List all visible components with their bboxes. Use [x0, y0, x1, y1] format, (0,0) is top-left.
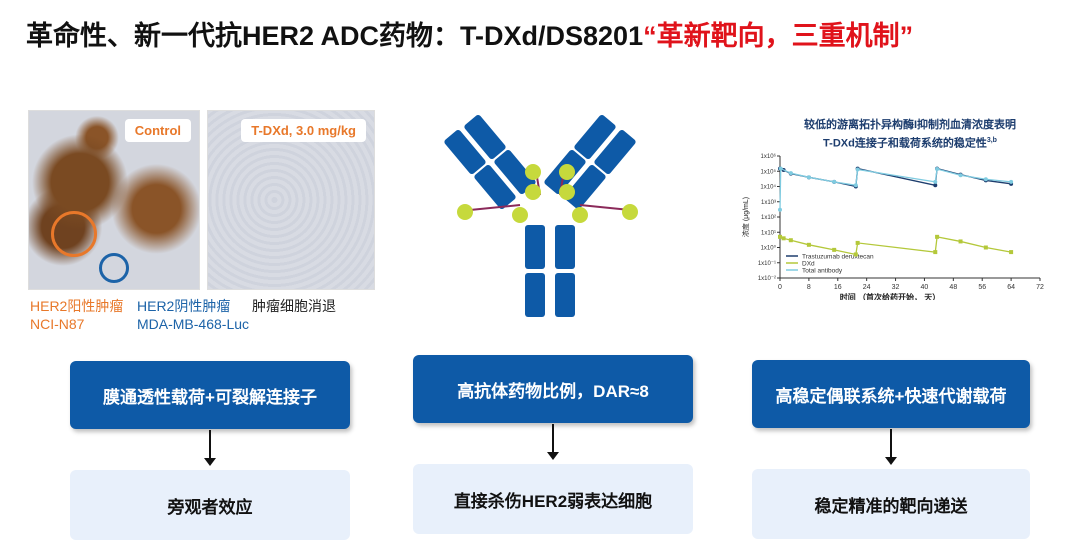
data-point	[781, 236, 786, 241]
data-point	[958, 239, 963, 244]
y-tick-label: 1x10³	[761, 200, 776, 206]
control-tissue-image: Control	[28, 110, 200, 290]
result-box-3: 稳定精准的靶向递送	[752, 469, 1030, 539]
data-point	[806, 175, 811, 180]
y-tick-label: 1x10⁰	[761, 245, 777, 252]
x-tick-label: 16	[834, 284, 842, 291]
data-point	[935, 234, 940, 239]
data-point	[983, 177, 988, 182]
data-point	[778, 234, 782, 239]
arrow-down-icon	[547, 424, 559, 460]
x-tick-label: 24	[863, 284, 871, 291]
series-line-1	[779, 236, 1012, 256]
x-tick-label: 56	[978, 284, 986, 291]
data-point	[1009, 250, 1014, 255]
data-point	[853, 252, 858, 257]
data-point	[853, 183, 858, 188]
x-axis-label: 时间 （首次给药开始， 天）	[840, 292, 940, 300]
y-tick-label: 1x10⁴	[760, 184, 776, 191]
legend-label: Total antibody	[802, 268, 843, 275]
y-tick-label: 1x10²	[761, 215, 776, 221]
data-point	[933, 183, 938, 188]
mechanism-box-3: 高稳定偶联系统+快速代谢载荷	[752, 360, 1030, 428]
treated-label: T-DXd, 3.0 mg/kg	[241, 119, 366, 142]
legend-label: DXd	[802, 261, 815, 268]
data-point	[958, 173, 963, 178]
data-point	[935, 167, 940, 172]
x-tick-label: 72	[1036, 284, 1044, 291]
her2-positive-circle	[51, 211, 97, 257]
mechanism-box-2: 高抗体药物比例，DAR≈8	[413, 355, 693, 423]
data-point	[788, 171, 793, 176]
legend-label: Trastuzumab deruxtecan	[802, 254, 874, 261]
result-box-2: 直接杀伤HER2弱表达细胞	[413, 464, 693, 534]
data-point	[806, 242, 811, 247]
x-tick-label: 8	[807, 284, 811, 291]
y-axis-label: 浓度 (μg/mL)	[741, 197, 750, 237]
y-tick-label: 1x10⁻¹	[758, 261, 776, 267]
regression-label: 肿瘤细胞消退	[252, 298, 336, 314]
data-point	[855, 167, 860, 172]
data-point	[933, 179, 938, 184]
page-title: 革命性、新一代抗HER2 ADC药物：T-DXd/DS8201“革新靶向，三重机…	[26, 14, 913, 53]
data-point	[933, 250, 938, 255]
series-line-2	[779, 167, 1012, 210]
adc-antibody-diagram	[444, 114, 638, 317]
treated-tissue-image: T-DXd, 3.0 mg/kg	[207, 110, 375, 290]
mechanism-box-1: 膜通透性载荷+可裂解连接子	[70, 361, 350, 429]
pk-chart: 0 8 16 24 32 40 48 56 64 72 1x10⁻² 1x10⁻¹ 1x10⁰ 1x10¹…	[741, 153, 1044, 300]
y-tick-label: 1x10¹	[761, 230, 776, 236]
data-point	[778, 166, 783, 171]
result-box-1: 旁观者效应	[70, 470, 350, 540]
data-point	[983, 245, 988, 250]
data-point	[778, 207, 782, 212]
control-label: Control	[124, 119, 191, 142]
y-tick-label: 1x10⁻²	[758, 276, 776, 282]
arrow-down-icon	[204, 430, 216, 466]
title-accent: “革新靶向，三重机制”	[643, 21, 914, 51]
y-tick-label: 1x10⁶	[761, 153, 777, 160]
data-point	[832, 247, 837, 252]
arrow-down-icon	[885, 429, 897, 465]
data-point	[832, 179, 837, 184]
x-tick-label: 64	[1007, 284, 1015, 291]
y-tick-label: 1x10⁵	[761, 168, 777, 175]
data-point	[1009, 179, 1014, 184]
data-point	[855, 240, 860, 245]
title-main: 革命性、新一代抗HER2 ADC药物：T-DXd/DS8201	[26, 21, 644, 51]
x-tick-label: 0	[778, 284, 782, 291]
x-tick-label: 40	[921, 284, 929, 291]
x-tick-label: 48	[949, 284, 957, 291]
x-tick-label: 32	[892, 284, 900, 291]
data-point	[788, 238, 793, 243]
her2-negative-circle	[99, 253, 129, 283]
